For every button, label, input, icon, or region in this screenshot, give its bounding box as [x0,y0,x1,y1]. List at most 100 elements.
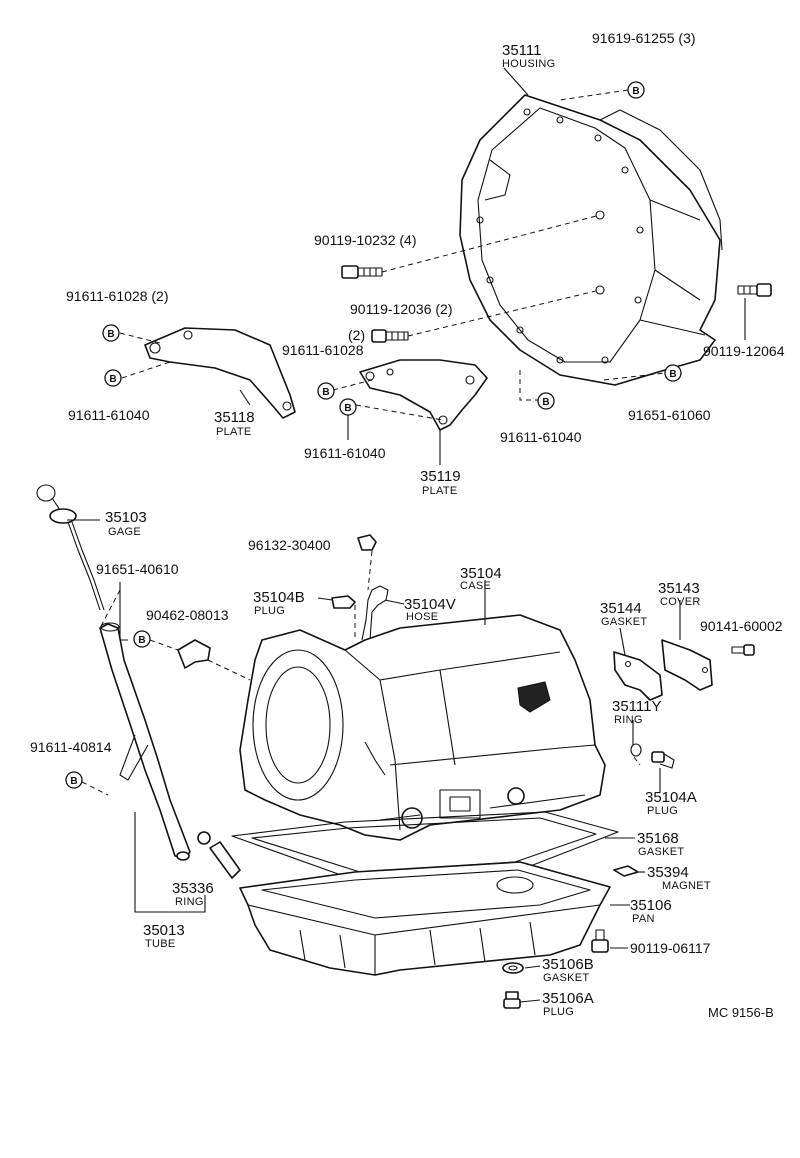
plug-30400-drawing [357,534,377,551]
label-gasket-35106b-name: GASKET [543,972,589,984]
part-labels: 35111 HOUSING 91619-61255 (3) 90119-1023… [30,30,785,1020]
label-plug-30400: 96132-30400 [248,537,331,553]
label-case-name: CASE [460,580,491,592]
gasket-35106b-drawing [502,962,524,974]
label-cover-name: COVER [660,596,701,608]
label-tube-no: 35013 [143,922,185,939]
magnet-drawing [613,865,639,877]
gage-drawing [36,484,105,611]
label-plate-35119-name: PLATE [422,485,458,497]
label-plug-35106a-name: PLUG [543,1006,574,1018]
ring-35111y-drawing [630,743,642,757]
label-ring-35111y-no: 35111Y [612,698,662,715]
label-cover-no: 35143 [658,580,700,597]
label-plug-35104b-name: PLUG [254,605,285,617]
label-b-40814: 91611-40814 [30,739,112,755]
label-plate-35119-no: 35119 [420,468,461,485]
label-housing-name: HOUSING [502,58,555,70]
ring-35336-drawing [197,831,241,879]
label-b-40610: 91651-40610 [96,561,179,577]
plate-35118-drawing [144,327,296,419]
ref-code: MC 9156-B [708,1005,774,1020]
housing-drawing [459,94,723,386]
svg-text:B: B [669,369,676,380]
label-b-61028-mid: 91611-61028 [282,342,364,358]
label-b-61028-left: 91611-61028 (2) [66,288,168,304]
label-gasket-35106b-no: 35106B [542,956,594,973]
svg-text:B: B [70,776,77,787]
svg-text:B: B [138,635,145,646]
pan-drawing [239,861,611,976]
tube-drawing [99,622,191,861]
label-hose-no: 35104V [404,596,456,613]
b-marker: B [627,81,645,99]
plug-35106a-drawing [503,991,521,1009]
b-markers: B B B B B B B B B [65,81,682,789]
bolt-12064-drawing [737,283,772,297]
label-bolt-10232: 90119-10232 (4) [314,232,416,248]
bolt-10232-drawing [341,265,383,279]
label-pan-no: 35106 [630,897,672,914]
label-bolt-06117: 90119-06117 [630,940,711,956]
svg-text:B: B [107,329,114,340]
leader-lines [67,67,746,1003]
label-gasket-35144-name: GASKET [601,616,647,628]
plug-35104a-drawing [651,751,675,769]
hose-drawing [361,585,389,641]
label-b-61040-left: 91611-61040 [68,407,150,423]
label-b-61040-right: 91611-61040 [500,429,582,445]
b-marker: B [104,369,122,387]
label-magnet-no: 35394 [647,864,689,881]
bolt-60002-drawing [731,644,755,656]
label-hose-name: HOSE [406,611,438,623]
label-gasket-35168-name: GASKET [638,846,684,858]
b-marker: B [102,324,120,342]
label-housing-no: 35111 [502,42,542,59]
gasket-35144-drawing [613,651,663,701]
svg-text:B: B [344,403,351,414]
cover-35143-drawing [661,639,713,691]
b-marker: B [339,398,357,416]
label-ring-35336-name: RING [175,896,204,908]
plate-35119-drawing [359,359,488,431]
svg-text:B: B [322,387,329,398]
bolt-12036-drawing [371,329,409,343]
label-case-no: 35104 [460,565,502,582]
label-b-61040-mid: 91611-61040 [304,445,386,461]
label-gasket-35168-no: 35168 [637,830,679,847]
label-ring-35336-no: 35336 [172,880,214,897]
label-b-61060: 91651-61060 [628,407,711,423]
label-ring-35111y-name: RING [614,714,643,726]
label-bolt-12064: 90119-12064 [703,343,785,359]
label-plug-35104a-name: PLUG [647,805,678,817]
label-bolt-12036-qty: (2) [348,327,365,343]
label-plug-35104a-no: 35104A [645,789,697,806]
label-magnet-name: MAGNET [662,880,711,892]
label-clip-08013: 90462-08013 [146,607,229,623]
label-housing-bolt-top: 91619-61255 (3) [592,30,696,46]
plug-35104b-drawing [331,595,356,609]
label-plate-35118-no: 35118 [214,409,255,426]
b-marker: B [65,771,83,789]
label-gage-no: 35103 [105,509,147,526]
label-tube-name: TUBE [145,938,176,950]
label-pan-name: PAN [632,913,655,925]
clip-08013-drawing [177,639,211,669]
label-gage-name: GAGE [108,526,141,538]
svg-text:B: B [632,86,639,97]
b-marker: B [133,630,151,648]
b-marker: B [537,392,555,410]
label-bolt-60002: 90141-60002 [700,618,783,634]
svg-text:B: B [542,397,549,408]
label-plate-35118-name: PLATE [216,426,252,438]
b-marker: B [664,364,682,382]
svg-text:B: B [109,374,116,385]
bolt-06117-drawing [591,929,609,953]
label-plug-35104b-no: 35104B [253,589,305,606]
label-gasket-35144-no: 35144 [600,600,642,617]
case-drawing [239,614,606,841]
b-marker: B [317,382,335,400]
label-plug-35106a-no: 35106A [542,990,594,1007]
